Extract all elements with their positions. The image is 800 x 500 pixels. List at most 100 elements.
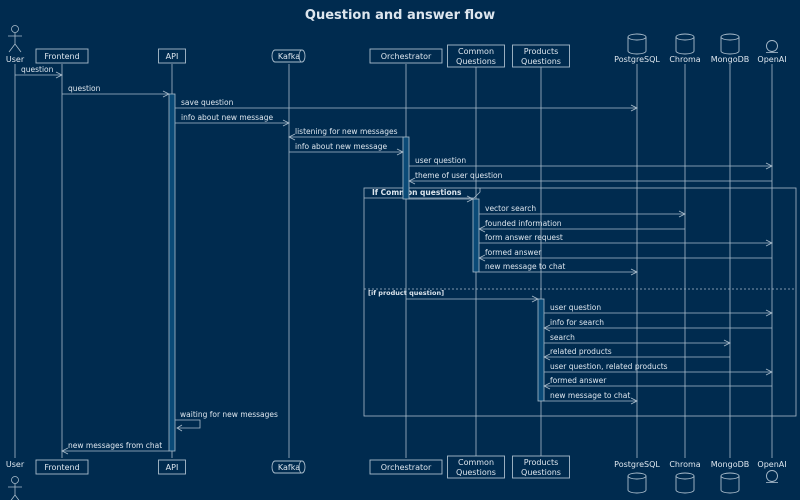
message-question: question [15, 65, 63, 79]
fragment-product-question: [if product question] [364, 288, 796, 297]
database-icon [627, 476, 647, 494]
message-label: waiting for new messages [180, 410, 278, 419]
participant-frontend-top: Frontend [35, 48, 89, 64]
message-label: theme of user question [415, 171, 503, 180]
message-new-messages-from-chat: new messages from chat [61, 441, 169, 455]
arrowhead [765, 162, 773, 170]
actor-icon [8, 484, 22, 500]
participant-box [369, 48, 443, 64]
message-call [409, 195, 474, 203]
message-label: new message to chat [550, 391, 630, 400]
message-label: new message to chat [485, 262, 565, 271]
participant-chroma-top: Chroma [669, 33, 701, 64]
arrowhead [478, 254, 486, 262]
participant-label: Kafka [278, 463, 300, 472]
message-label: user question [550, 303, 601, 312]
fragment-common-questions: If Common questions [363, 187, 797, 417]
message-waiting-for-new-messages: waiting for new messages [175, 410, 278, 432]
participant-label: Orchestrator [381, 463, 432, 472]
participant-label: Orchestrator [381, 52, 432, 61]
participant-label: API [166, 463, 179, 472]
participant-box [35, 48, 89, 64]
participant-orchestrator-top: Orchestrator [369, 48, 443, 64]
participant-postgresql-bottom: PostgreSQL [614, 460, 660, 494]
participant-label: MongoDB [711, 55, 750, 64]
participant-postgresql-top: PostgreSQL [614, 33, 660, 64]
database-icon [675, 37, 695, 55]
fragment-label: If Common questions [372, 188, 462, 197]
message-related-products: related products [543, 347, 730, 361]
arrowhead [282, 119, 290, 127]
activation-common-questions [472, 198, 480, 273]
message-new-message-to-chat: new message to chat [479, 262, 638, 276]
participant-label: Products [524, 47, 559, 56]
participant-box [512, 44, 570, 68]
database-top [627, 472, 647, 480]
arrowhead [478, 225, 486, 233]
participant-label: Common [458, 47, 494, 56]
message-label: formed answer [550, 376, 607, 385]
message-theme-of-user-question: theme of user question [408, 171, 772, 185]
participant-label: API [166, 52, 179, 61]
arrowhead [723, 339, 731, 347]
activation-products-questions [537, 298, 545, 402]
participant-api-top: API [158, 48, 186, 64]
participant-label: Products [524, 458, 559, 467]
database-top [675, 33, 695, 41]
message-label: info for search [550, 318, 604, 327]
actor-head [11, 25, 19, 33]
participant-label: Questions [521, 468, 561, 477]
message-call [406, 295, 539, 303]
message-info-about-new-message: info about new message [175, 113, 290, 127]
arrowhead [543, 353, 551, 361]
diagram-title: Question and answer flow [305, 8, 495, 23]
activation-api [168, 93, 176, 452]
participant-box [447, 455, 505, 479]
participant-box [447, 44, 505, 68]
participant-box [35, 459, 89, 475]
message-label: founded information [485, 219, 562, 228]
message-question: question [62, 84, 170, 98]
arrowhead [531, 295, 539, 303]
message-label: save question [181, 98, 234, 107]
arrowhead [630, 268, 638, 276]
actor-head [11, 476, 19, 484]
participant-label: User [6, 55, 25, 64]
arrowhead [288, 133, 296, 141]
arrowhead [396, 148, 404, 156]
message-label: info about new message [181, 113, 273, 122]
message-label: new messages from chat [68, 441, 162, 450]
participant-label: OpenAI [757, 460, 786, 469]
database-top [627, 33, 647, 41]
self-message-line [175, 419, 201, 429]
arrowhead [543, 382, 551, 390]
arrowhead [408, 177, 416, 185]
entity-icon [766, 40, 778, 52]
message-info-about-new-message: info about new message [289, 142, 404, 156]
arrowhead [765, 368, 773, 376]
participant-label: Questions [456, 468, 496, 477]
participant-box [158, 459, 186, 475]
message-save-question: save question [175, 98, 638, 112]
participant-label: Chroma [669, 460, 700, 469]
message-form-answer-request: form answer request [479, 233, 773, 247]
arrowhead [630, 397, 638, 405]
arrowhead [678, 210, 686, 218]
message-vector-search: vector search [479, 204, 686, 218]
participant-label: MongoDB [711, 460, 750, 469]
message-search: search [544, 333, 731, 347]
message-label: info about new message [295, 142, 387, 151]
participant-label: Kafka [278, 52, 300, 61]
message-label: related products [550, 347, 612, 356]
queue-end [298, 49, 303, 63]
participant-box [158, 48, 186, 64]
arrowhead [61, 447, 69, 455]
database-top [720, 33, 740, 41]
message-user-question-related-products: user question, related products [544, 362, 773, 376]
participant-label: Chroma [669, 55, 700, 64]
message-label: formed answer [485, 248, 542, 257]
database-icon [675, 476, 695, 494]
